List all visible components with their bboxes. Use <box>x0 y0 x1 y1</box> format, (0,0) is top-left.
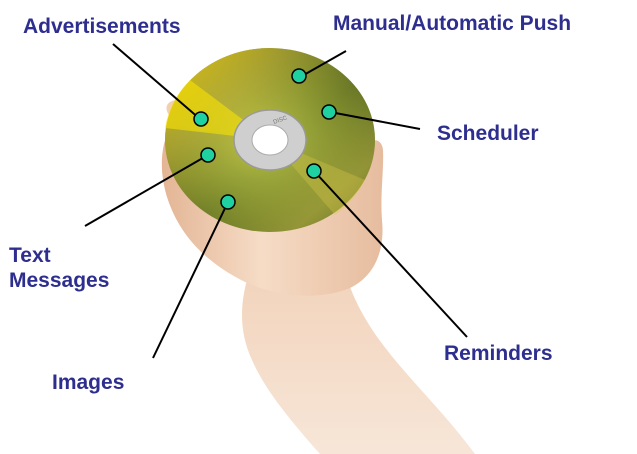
label-text-line2: Messages <box>9 269 110 292</box>
label-advertisements: Advertisements <box>23 15 181 38</box>
label-text-line1: Text <box>9 244 51 267</box>
cd-disc: DISC <box>165 48 375 232</box>
leader-line-images <box>152 201 229 359</box>
palm-shape <box>161 111 384 296</box>
label-manual-automatic-push: Manual/Automatic Push <box>333 12 572 35</box>
disc-imprint: DISC <box>273 115 289 126</box>
marker-scheduler <box>321 104 337 120</box>
leader-line-reminders <box>313 170 468 338</box>
leader-line-advertisements <box>112 43 201 120</box>
marker-text-messages <box>200 147 216 163</box>
marker-reminders <box>306 163 322 179</box>
leader-lines <box>84 43 468 359</box>
marker-images <box>220 194 236 210</box>
label-reminders: Reminders <box>444 342 553 365</box>
disc-center-hole <box>251 124 289 156</box>
label-text-messages: Text Messages <box>9 243 109 293</box>
leader-line-scheduler <box>329 111 421 130</box>
marker-advertisements <box>193 111 209 127</box>
markers <box>193 68 337 210</box>
label-scheduler: Scheduler <box>437 122 539 145</box>
arm-shape <box>242 270 475 454</box>
label-images: Images <box>52 371 125 394</box>
leader-line-manual-push <box>301 50 347 77</box>
marker-manual-push <box>291 68 307 84</box>
leader-line-text-messages <box>84 154 209 227</box>
